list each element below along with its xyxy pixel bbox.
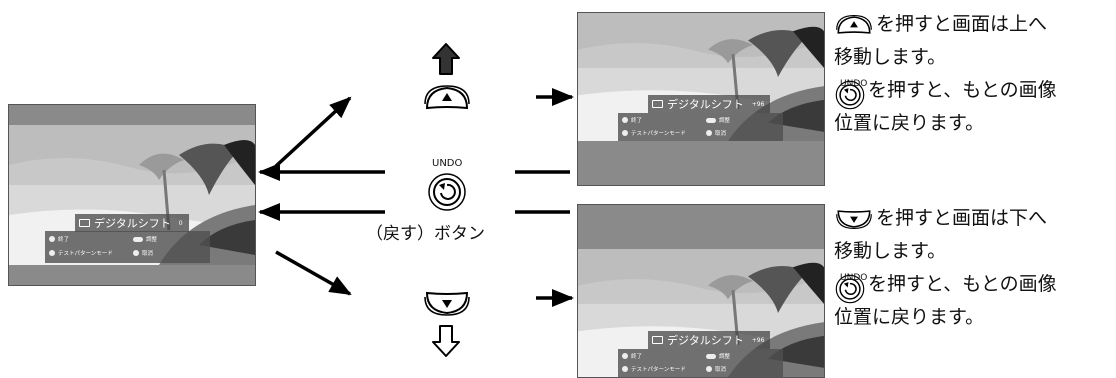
test-pattern-icon: [622, 366, 628, 372]
caption-text: 位置に戻ります。: [834, 306, 985, 328]
caption-line: を押すと画面は上へ: [834, 8, 1057, 41]
caption-text: を押すと、もとの画像: [868, 273, 1057, 295]
exit-icon: [49, 236, 55, 242]
osd-item-test-pattern: テストパターンモード: [631, 131, 686, 137]
caption-text: 位置に戻ります。: [834, 112, 985, 134]
osd-value: +96: [751, 336, 765, 344]
osd-row-adjust: 調整: [706, 352, 730, 360]
arrow-to-shifted-up: [274, 96, 352, 168]
exit-icon: [622, 117, 628, 123]
adjust-icon: [706, 117, 716, 123]
osd-item-exit: 終了: [631, 118, 643, 124]
osd-title-bar: デジタルシフト +96: [648, 95, 771, 113]
undo-tag: UNDO: [840, 79, 868, 89]
digital-shift-icon: [652, 100, 663, 108]
up-button-icon: [836, 14, 872, 34]
cancel-icon: [706, 366, 712, 372]
caption-line: 位置に戻ります。: [834, 107, 1057, 140]
down-button-icon[interactable]: [423, 289, 471, 317]
osd-row-exit: 終了: [622, 116, 642, 124]
caption-text: 移動します。: [834, 46, 947, 68]
caption-line: 移動します。: [834, 235, 1057, 268]
up-button-icon[interactable]: [423, 84, 471, 112]
osd-menu: 終了 調整 テストパターンモード 取消: [618, 349, 783, 377]
osd-title-text: デジタルシフト: [94, 217, 171, 230]
caption-line: を押すと画面は下へ: [834, 202, 1057, 235]
up-outline-arrow-icon: [432, 43, 460, 75]
test-pattern-icon: [622, 130, 628, 136]
undo-button-label: （戻す）ボタン: [366, 224, 485, 244]
test-pattern-icon: [49, 250, 55, 256]
caption-shift-down: を押すと画面は下へ 移動します。 UNDO を押すと、もとの画像 位置に戻ります…: [834, 202, 1057, 334]
osd-value: +96: [751, 100, 765, 108]
osd-row-exit: 終了: [49, 235, 69, 243]
osd-row-cancel: 取消: [133, 249, 153, 257]
exit-icon: [622, 353, 628, 359]
caption-line: 位置に戻ります。: [834, 301, 1057, 334]
osd-row-adjust: 調整: [133, 235, 157, 243]
osd-title-bar: デジタルシフト 0: [75, 214, 189, 232]
osd-item-cancel: 取消: [715, 131, 727, 137]
osd-menu: 終了 調整 テストパターンモード 取消: [618, 113, 783, 141]
osd-title-bar: デジタルシフト +96: [648, 331, 771, 349]
osd-item-adjust: 調整: [146, 237, 158, 243]
adjust-icon: [133, 236, 143, 242]
undo-button-icon: [835, 274, 865, 303]
caption-line: 移動します。: [834, 41, 1057, 74]
osd-row-test-pattern: テストパターンモード: [49, 249, 113, 257]
undo-button-icon: [835, 80, 865, 109]
digital-shift-icon: [652, 336, 663, 344]
osd-row-test-pattern: テストパターンモード: [622, 365, 686, 373]
osd-menu: 終了 調整 テストパターンモード 取消: [45, 231, 210, 263]
adjust-icon: [706, 353, 716, 359]
osd-item-test-pattern: テストパターンモード: [58, 251, 113, 257]
osd-title-text: デジタルシフト: [667, 98, 744, 111]
osd-item-cancel: 取消: [715, 367, 727, 373]
undo-tag: UNDO: [840, 273, 868, 283]
arrow-to-shifted-down: [275, 250, 352, 296]
osd-row-adjust: 調整: [706, 116, 730, 124]
osd-item-exit: 終了: [631, 354, 643, 360]
cancel-icon: [706, 130, 712, 136]
digital-shift-icon: [79, 219, 90, 227]
osd-item-cancel: 取消: [142, 251, 154, 257]
caption-text: を押すと、もとの画像: [868, 79, 1057, 101]
caption-text: を押すと画面は上へ: [876, 13, 1048, 35]
caption-text: 移動します。: [834, 240, 947, 262]
osd-value: 0: [178, 219, 183, 227]
down-button-icon: [836, 209, 872, 229]
undo-button-icon[interactable]: [427, 171, 467, 213]
osd-item-adjust: 調整: [719, 118, 731, 124]
osd-item-test-pattern: テストパターンモード: [631, 367, 686, 373]
caption-shift-up: を押すと画面は上へ 移動します。 UNDO を押すと、もとの画像 位置に戻ります…: [834, 8, 1057, 140]
osd-row-cancel: 取消: [706, 129, 726, 137]
osd-row-exit: 終了: [622, 352, 642, 360]
caption-text: を押すと画面は下へ: [876, 207, 1048, 229]
down-outline-arrow-icon: [432, 325, 460, 357]
osd-item-adjust: 調整: [719, 354, 731, 360]
cancel-icon: [133, 250, 139, 256]
caption-line: UNDO を押すと、もとの画像: [834, 268, 1057, 303]
projected-screen-shifted-down: デジタルシフト +96 終了 調整 テストパターンモード 取消: [577, 204, 825, 378]
osd-row-test-pattern: テストパターンモード: [622, 129, 686, 137]
projected-screen-original: デジタルシフト 0 終了 調整 テストパターンモード 取消: [8, 104, 256, 286]
osd-title-text: デジタルシフト: [667, 334, 744, 347]
caption-line: UNDO を押すと、もとの画像: [834, 74, 1057, 109]
osd-row-cancel: 取消: [706, 365, 726, 373]
undo-tag: UNDO: [432, 158, 463, 169]
projected-screen-shifted-up: デジタルシフト +96 終了 調整 テストパターンモード 取消: [577, 12, 825, 186]
osd-item-exit: 終了: [58, 237, 70, 243]
